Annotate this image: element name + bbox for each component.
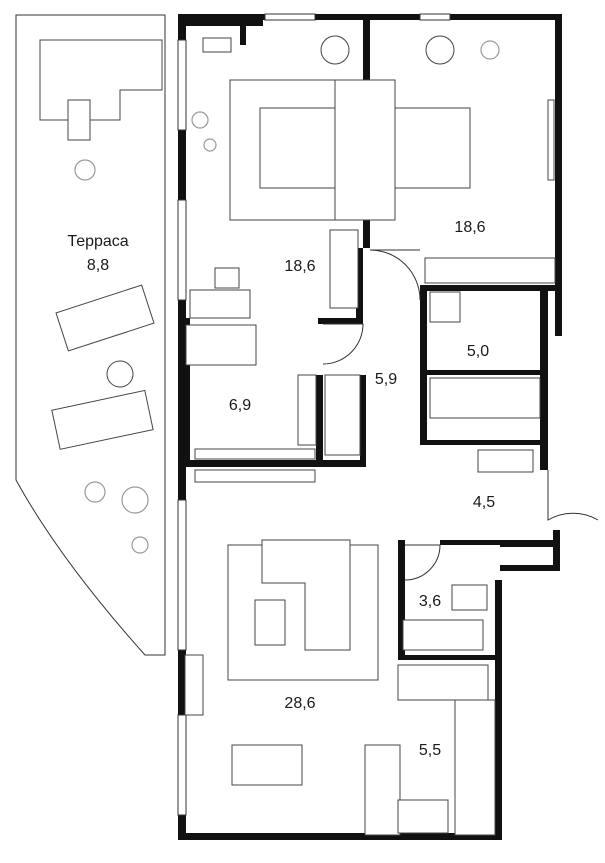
study-area: 6,9 <box>229 397 251 414</box>
bedroom-right-area: 18,6 <box>454 219 485 236</box>
living-area: 28,6 <box>284 695 315 712</box>
entrance-area: 4,5 <box>473 494 495 511</box>
kitchen-area: 5,5 <box>419 742 441 759</box>
terrace-outline <box>15 14 166 656</box>
room-labels: Терраса 8,8 18,6 18,6 5,0 6,9 5,9 4,5 3,… <box>67 219 495 759</box>
windows <box>177 13 451 816</box>
doors <box>322 249 599 581</box>
bedroom-left-area: 18,6 <box>284 258 315 275</box>
plants <box>74 40 500 554</box>
hall-area: 5,9 <box>375 371 397 388</box>
terrace-area: 8,8 <box>87 257 109 274</box>
furniture <box>39 35 556 836</box>
bathroom-area: 5,0 <box>467 343 489 360</box>
wc-area: 3,6 <box>419 593 441 610</box>
terrace-name: Терраса <box>67 233 128 250</box>
